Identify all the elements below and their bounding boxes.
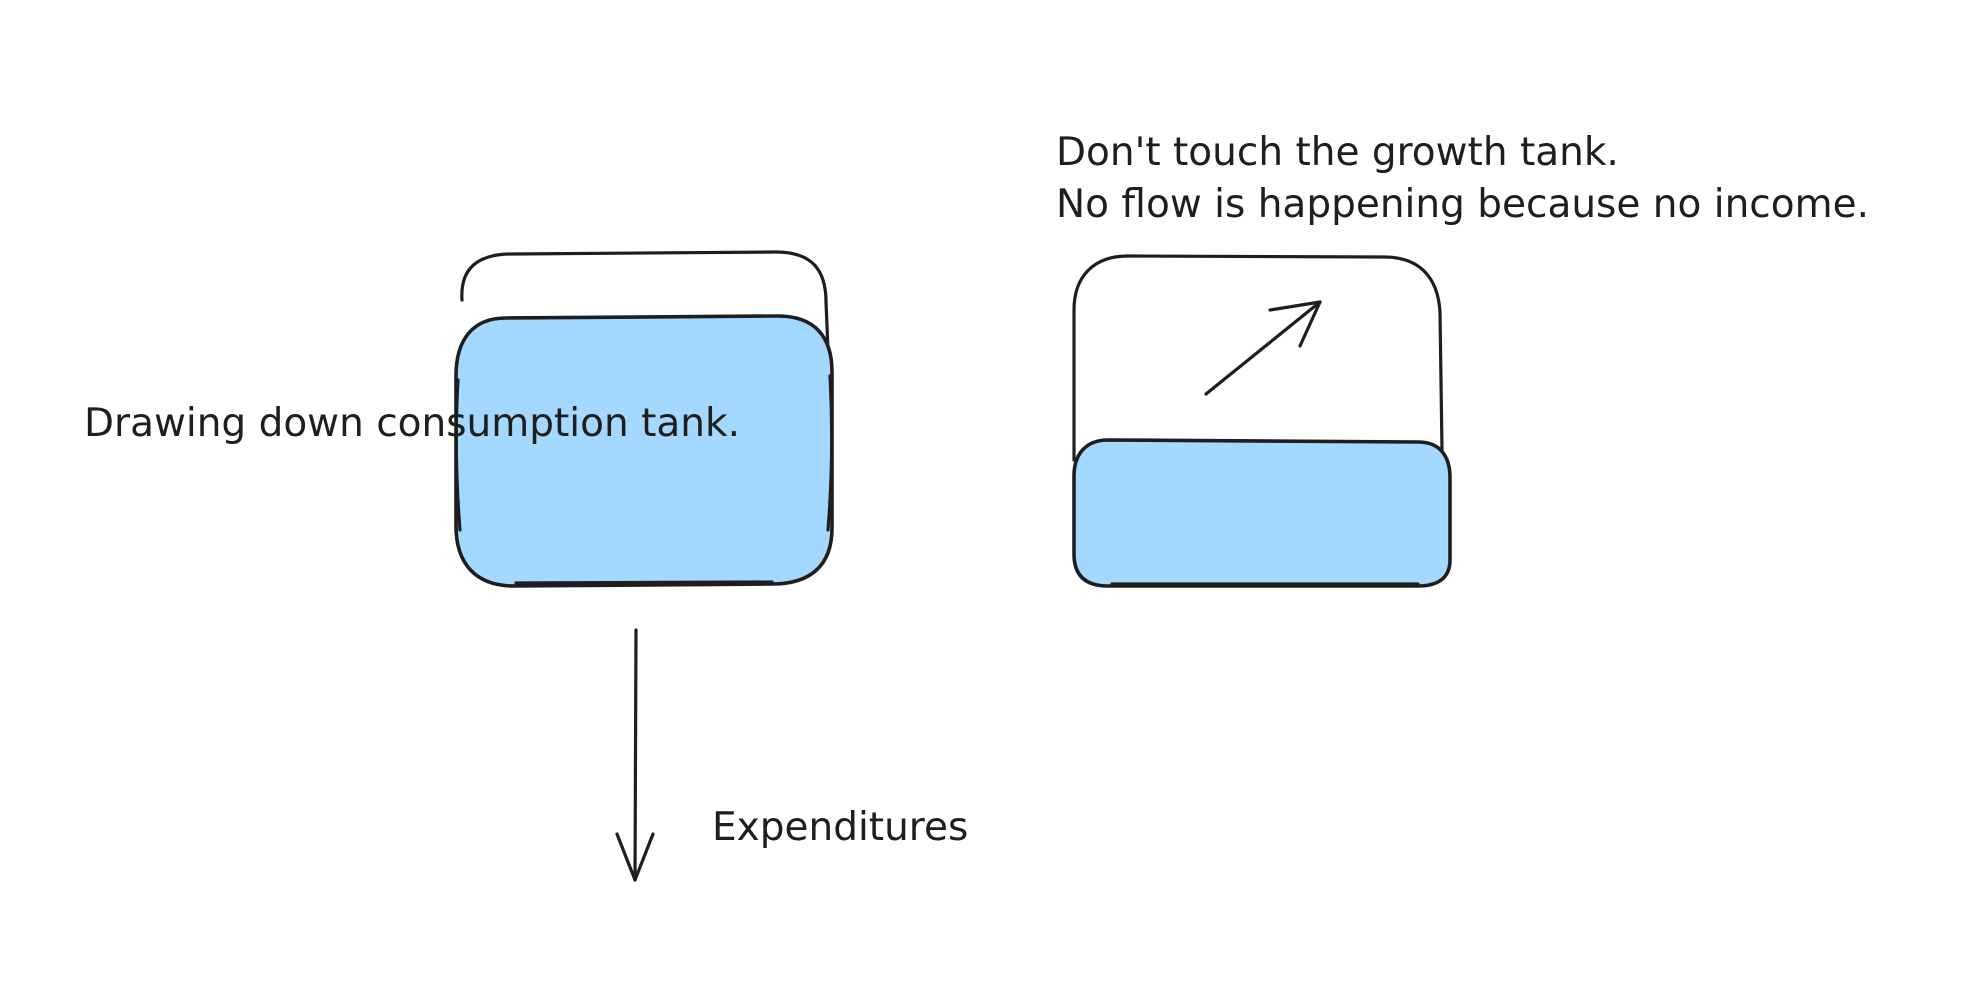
- growth-tank-water: [1072, 438, 1452, 588]
- arrow-up-right-icon: [1204, 300, 1322, 396]
- arrow-down-icon: [615, 628, 655, 882]
- growth-tank[interactable]: [1072, 254, 1452, 588]
- consumption-tank-outline: [460, 250, 830, 352]
- consumption-tank-sketch-lines: [454, 374, 834, 585]
- consumption-caption: Drawing down consumption tank.: [84, 401, 740, 446]
- expenditures-label: Expenditures: [712, 805, 968, 850]
- consumption-tank-water: [454, 314, 834, 588]
- growth-caption-line-2: No flow is happening because no income.: [1056, 182, 1869, 227]
- consumption-tank[interactable]: [454, 250, 834, 588]
- growth-tank-outline: [1072, 254, 1444, 462]
- growth-caption-line-1: Don't touch the growth tank.: [1056, 130, 1619, 175]
